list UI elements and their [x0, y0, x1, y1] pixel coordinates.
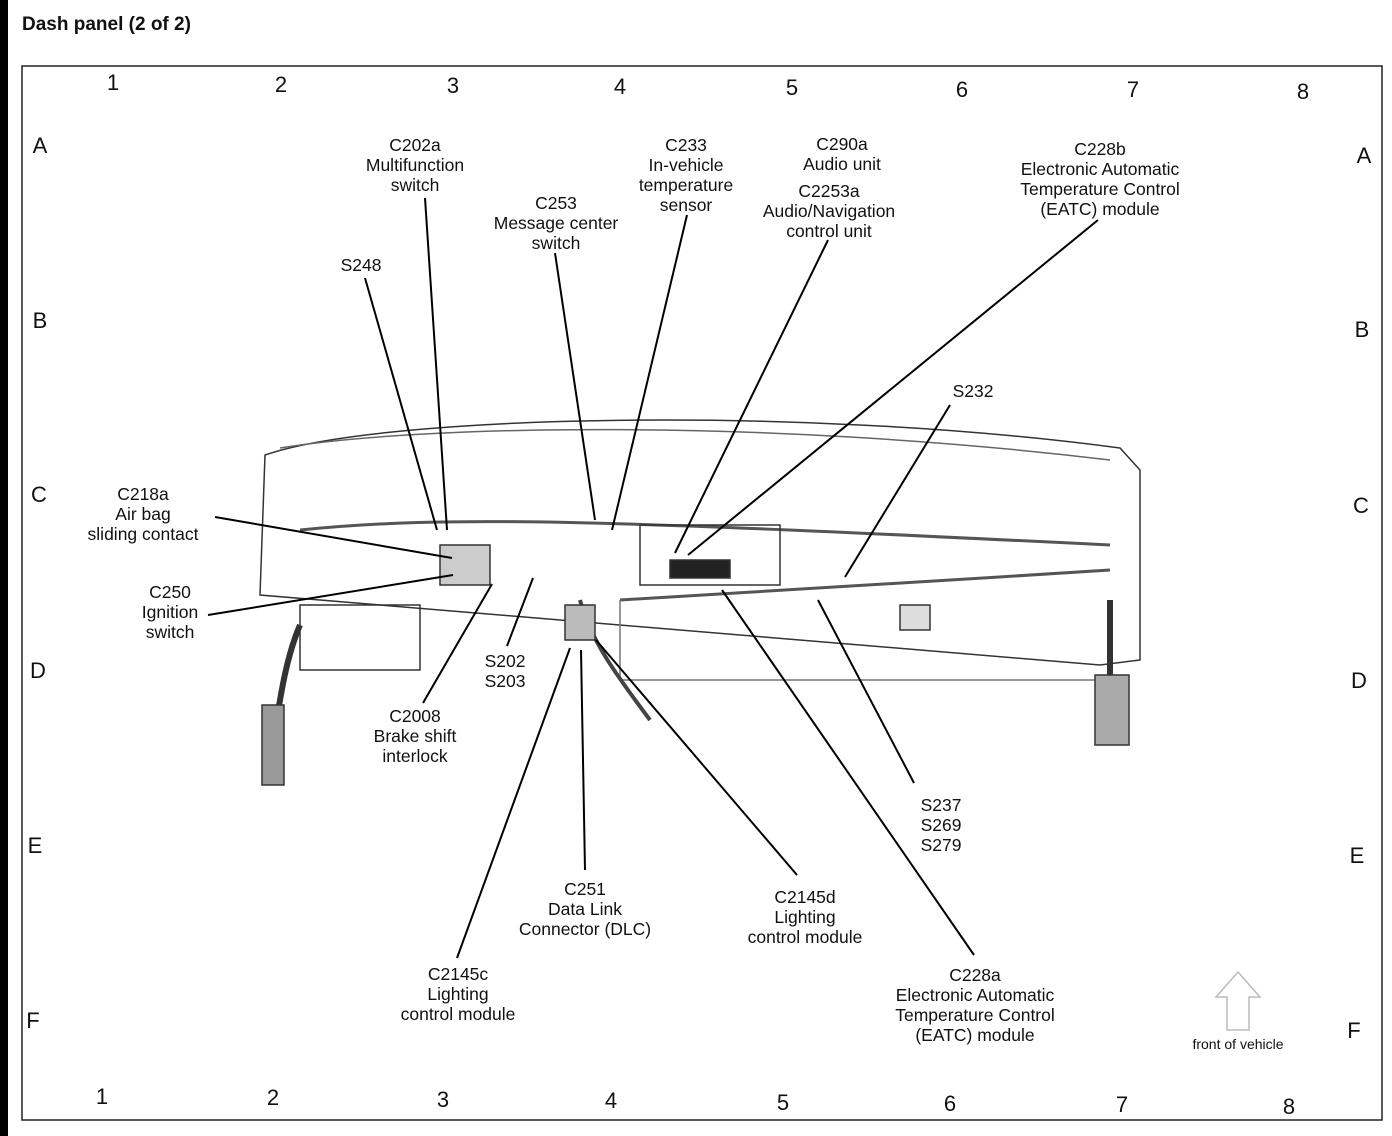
grid-row-left-F: F [26, 1008, 40, 1033]
grid-col-top-4: 4 [613, 74, 627, 99]
front-of-vehicle-arrow-icon [1214, 970, 1262, 1031]
grid-row-right-C: C [1353, 493, 1369, 518]
grid-row-left-A: A [32, 133, 48, 158]
grid-col-top-1: 1 [106, 70, 120, 95]
diagram-frame [21, 65, 1383, 1121]
grid-row-left-E: E [27, 833, 43, 858]
grid-col-top-7: 7 [1126, 77, 1140, 102]
grid-row-left-D: D [30, 658, 46, 683]
grid-row-right-D: D [1351, 668, 1367, 693]
dash-panel-illustration [259, 419, 1141, 786]
grid-col-bottom-5: 5 [776, 1090, 790, 1115]
grid-col-top-8: 8 [1296, 79, 1310, 104]
front-of-vehicle-label: front of vehicle [1192, 1036, 1284, 1052]
leader-lines [207, 197, 1099, 959]
grid-col-bottom-8: 8 [1282, 1094, 1296, 1119]
grid-row-left-C: C [31, 482, 47, 507]
grid-col-bottom-6: 6 [943, 1091, 957, 1116]
grid-col-top-2: 2 [274, 72, 288, 97]
grid-col-bottom-4: 4 [604, 1088, 618, 1113]
grid-row-left-B: B [32, 308, 48, 333]
page-title: Dash panel (2 of 2) [22, 14, 191, 35]
grid-col-bottom-3: 3 [436, 1087, 450, 1112]
grid-col-top-6: 6 [955, 77, 969, 102]
grid-col-bottom-2: 2 [266, 1085, 280, 1110]
grid-row-right-B: B [1354, 317, 1370, 342]
grid-row-right-F: F [1347, 1018, 1361, 1043]
grid-col-bottom-1: 1 [95, 1084, 109, 1109]
grid-col-bottom-7: 7 [1115, 1092, 1129, 1117]
grid-col-top-5: 5 [785, 75, 799, 100]
grid-row-right-E: E [1349, 843, 1365, 868]
grid-col-top-3: 3 [446, 73, 460, 98]
page-edge-bar [0, 0, 8, 1136]
callout-s232: S232 [952, 381, 994, 401]
callout-s248: S248 [340, 255, 382, 275]
grid-row-right-A: A [1356, 143, 1372, 168]
